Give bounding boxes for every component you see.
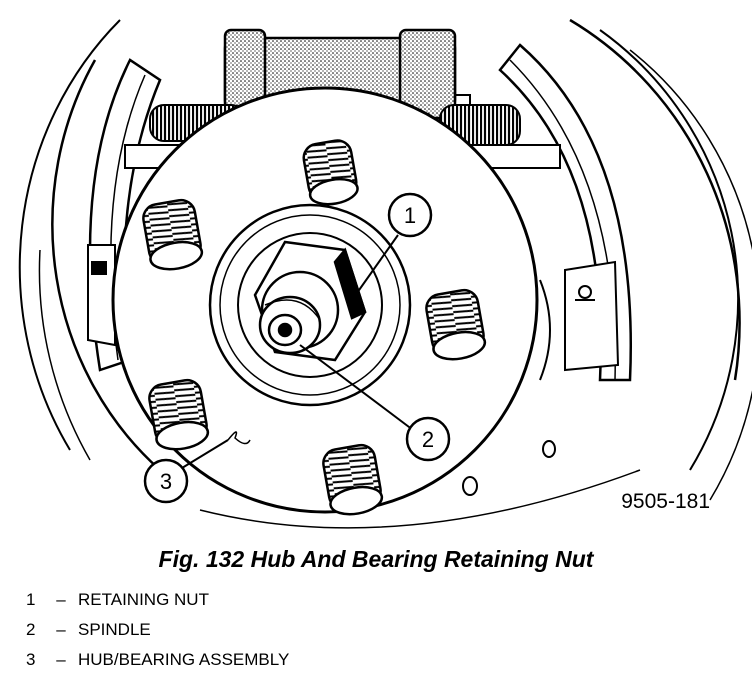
- legend-number: 2: [26, 620, 36, 639]
- wheel-stud: [142, 198, 204, 271]
- legend-number: 3: [26, 650, 36, 669]
- backing-plate: [18, 18, 752, 529]
- callout-3-label: 3: [160, 469, 172, 494]
- callout-1: 1: [387, 192, 433, 238]
- legend-number: 1: [26, 590, 36, 609]
- legend-separator: –: [56, 590, 66, 609]
- callout-2: 2: [405, 416, 451, 462]
- legend-item: 2 –SPINDLE: [26, 615, 289, 645]
- wheel-stud: [322, 443, 384, 516]
- leader-line-3: [181, 439, 229, 469]
- leader-lines: [181, 234, 414, 469]
- spindle: [258, 295, 322, 355]
- legend-item: 3 –HUB/BEARING ASSEMBLY: [26, 645, 289, 675]
- hub-bore: [208, 203, 412, 407]
- legend-label: SPINDLE: [78, 620, 151, 639]
- hub-bearing-illustration: 1 2 3 9505-181: [18, 18, 752, 529]
- wheel-stud: [148, 378, 210, 451]
- callout-2-label: 2: [422, 427, 434, 452]
- plate-holes: [462, 440, 556, 496]
- wheel-stud: [425, 288, 487, 361]
- figure-caption: Fig. 132 Hub And Bearing Retaining Nut: [158, 546, 594, 572]
- drawing-code: 9505-181: [621, 490, 710, 513]
- callout-3: 3: [143, 458, 189, 504]
- legend-label: RETAINING NUT: [78, 590, 209, 609]
- left-anchor: [87, 244, 116, 347]
- wheel-stud: [302, 139, 359, 206]
- right-bracket: [539, 260, 620, 381]
- wheel-studs: [142, 139, 487, 516]
- leader-line-2: [299, 344, 414, 431]
- legend-label: HUB/BEARING ASSEMBLY: [78, 650, 290, 669]
- legend-separator: –: [56, 620, 66, 639]
- legend-separator: –: [56, 650, 66, 669]
- legend: 1–RETAINING NUT 2–SPINDLE 3–HUB/BEARING …: [26, 585, 289, 675]
- callout-1-label: 1: [404, 203, 416, 228]
- legend-item: 1 –RETAINING NUT: [26, 585, 289, 615]
- leader-line-1: [351, 234, 399, 301]
